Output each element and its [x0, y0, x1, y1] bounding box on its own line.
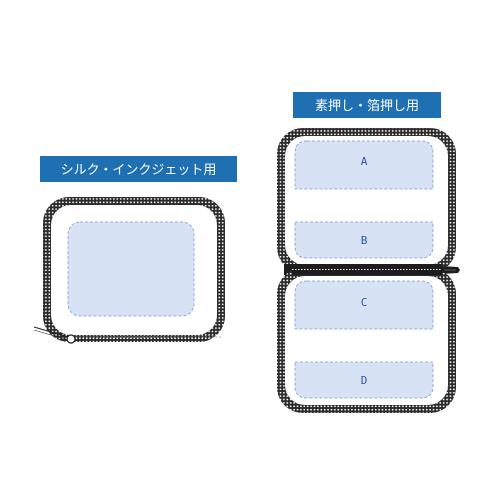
print-area-d: D — [294, 361, 434, 399]
right-label: 素押し・箔押し用 — [315, 98, 419, 114]
left-label: シルク・インクジェット用 — [61, 163, 217, 178]
right-zipper-slider — [284, 264, 294, 275]
left-print-area — [67, 221, 195, 317]
left-label-bg — [40, 156, 237, 182]
left-pouch: シルク・インクジェット用 — [33, 156, 237, 344]
right-pouch: 素押し・箔押し用 A B C — [277, 92, 460, 413]
left-zipper-pull — [33, 326, 76, 344]
print-area-a: A — [294, 140, 434, 190]
print-area-b: B — [294, 221, 434, 259]
area-label-b: B — [361, 234, 368, 247]
area-label-a: A — [361, 155, 368, 168]
area-label-d: D — [361, 374, 368, 387]
print-area-c: C — [294, 280, 434, 330]
area-label-c: C — [361, 296, 368, 309]
right-label-bg — [293, 92, 441, 118]
